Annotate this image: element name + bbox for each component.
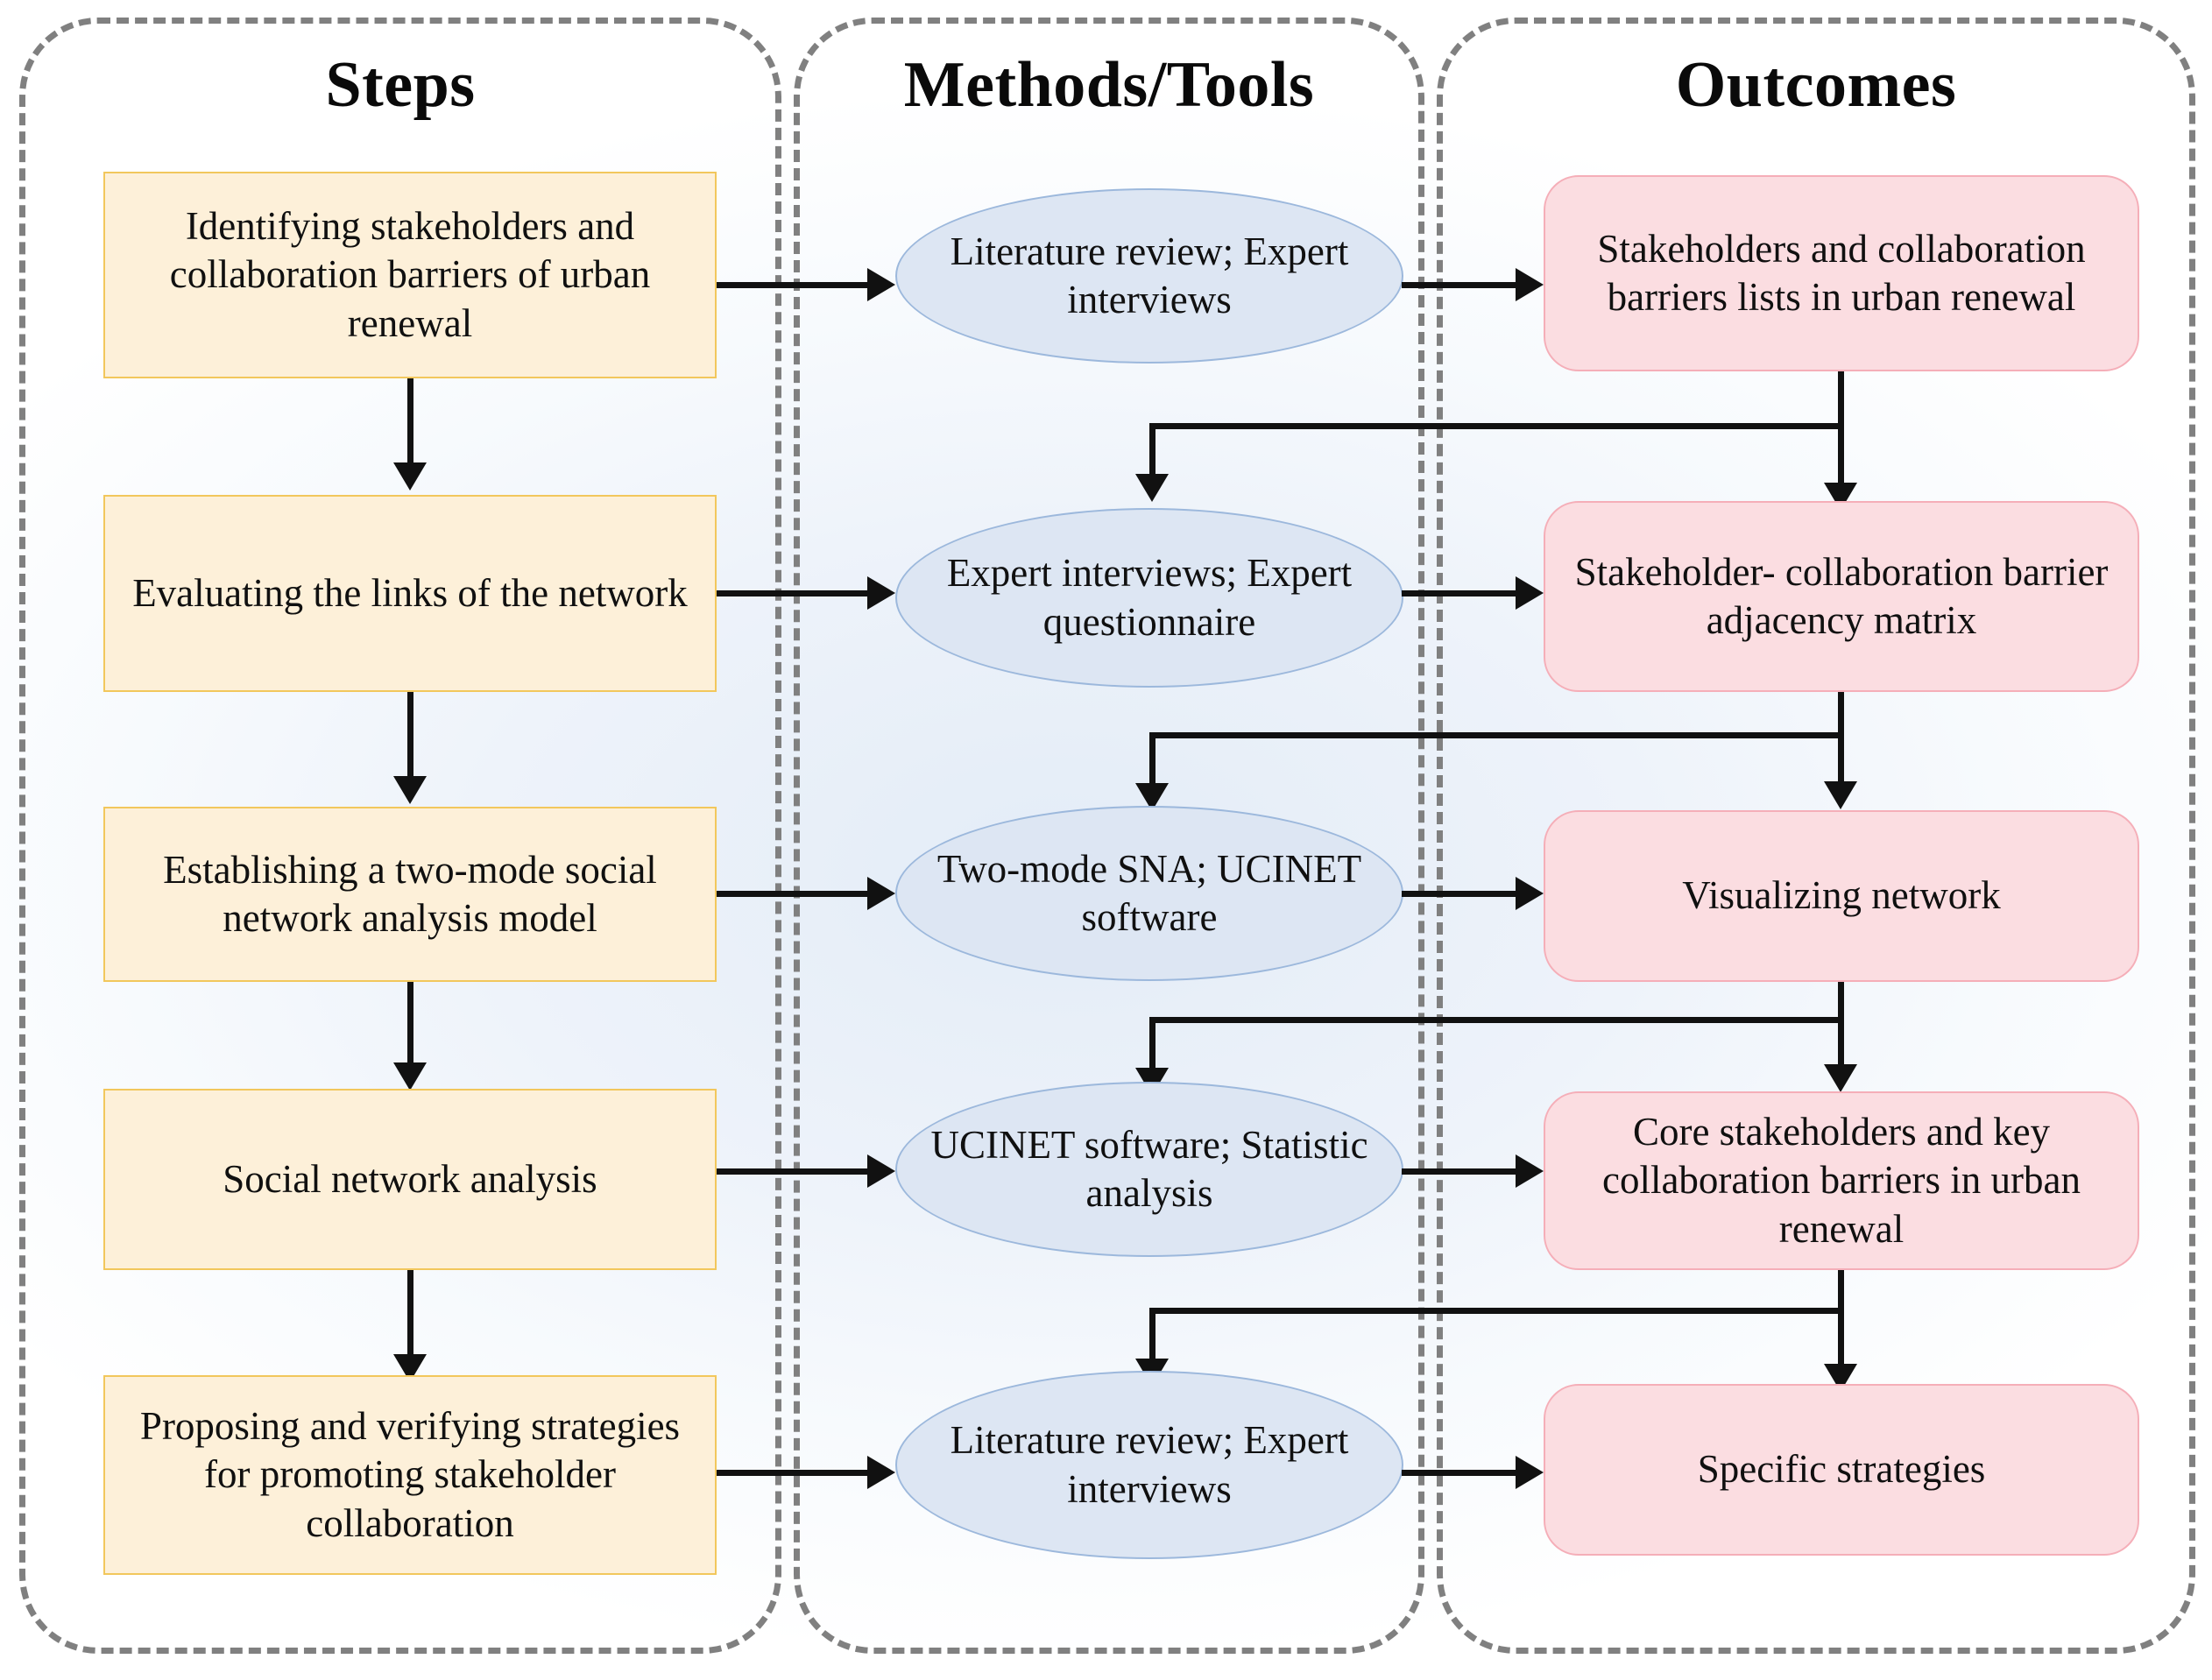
arrowhead-step1-step2: [393, 462, 427, 491]
panel-outcomes: [1437, 18, 2195, 1654]
step-box-1: Identifying stakeholders and collaborati…: [103, 172, 717, 378]
arrowhead-step3-tool3: [867, 877, 895, 910]
step-box-4: Social network analysis: [103, 1089, 717, 1270]
arrowhead-branch-row1-to-tool2: [1135, 474, 1169, 502]
tool-ellipse-3: Two-mode SNA; UCINET software: [895, 806, 1403, 981]
connector-step2-step3: [407, 692, 413, 780]
tool-ellipse-2: Expert interviews; Expert questionnaire: [895, 508, 1403, 688]
arrowhead-step2-step3: [393, 776, 427, 804]
connector-branch-row3: [1149, 1017, 1844, 1023]
arrowhead-tool1-outcome1: [1516, 268, 1544, 301]
connector-step1-tool1: [717, 282, 869, 288]
connector-outcome1-down: [1838, 371, 1844, 429]
column-title-outcomes: Outcomes: [1675, 49, 1957, 121]
arrowhead-step3-step4: [393, 1062, 427, 1091]
tool-ellipse-5: Literature review; Expert interviews: [895, 1371, 1403, 1559]
outcome-box-2: Stakeholder- collaboration barrier adjac…: [1544, 501, 2139, 692]
arrowhead-tool3-outcome3: [1516, 877, 1544, 910]
outcome-box-4: Core stakeholders and key collaboration …: [1544, 1091, 2139, 1270]
connector-tool3-outcome3: [1402, 891, 1517, 897]
step-box-3: Establishing a two-mode social network a…: [103, 807, 717, 982]
arrowhead-step5-tool5: [867, 1456, 895, 1489]
arrowhead-tool5-outcome5: [1516, 1456, 1544, 1489]
connector-tool4-outcome4: [1402, 1168, 1517, 1175]
connector-step3-tool3: [717, 891, 869, 897]
step-box-2: Evaluating the links of the network: [103, 495, 717, 692]
connector-branch-row1-to-tool2: [1149, 423, 1155, 477]
connector-branch-row2: [1149, 732, 1844, 738]
connector-branch-row4: [1149, 1308, 1844, 1314]
tool-ellipse-1: Literature review; Expert interviews: [895, 188, 1403, 364]
arrowhead-step1-tool1: [867, 268, 895, 301]
step-box-5: Proposing and verifying strategies for p…: [103, 1375, 717, 1575]
arrowhead-tool2-outcome2: [1516, 576, 1544, 610]
connector-tool5-outcome5: [1402, 1470, 1517, 1476]
connector-step3-step4: [407, 982, 413, 1066]
outcome-box-5: Specific strategies: [1544, 1384, 2139, 1556]
connector-step4-tool4: [717, 1168, 869, 1175]
connector-branch-row2-to-tool3: [1149, 732, 1155, 787]
arrowhead-step2-tool2: [867, 576, 895, 610]
panel-steps: [19, 18, 781, 1654]
connector-branch-row4-to-tool5: [1149, 1308, 1155, 1362]
arrowhead-branch-row3-to-outcome4: [1824, 1064, 1857, 1092]
arrowhead-branch-row2-to-outcome3: [1824, 781, 1857, 809]
connector-tool1-outcome1: [1402, 282, 1517, 288]
connector-step2-tool2: [717, 590, 869, 596]
column-title-methods: Methods/Tools: [903, 49, 1315, 121]
panel-methods: [794, 18, 1424, 1654]
connector-branch-row3-to-outcome4: [1838, 1017, 1844, 1068]
connector-outcome3-down: [1838, 982, 1844, 1023]
connector-branch-row1-to-outcome2: [1838, 423, 1844, 486]
connector-step5-tool5: [717, 1470, 869, 1476]
connector-branch-row4-to-outcome5: [1838, 1308, 1844, 1367]
column-title-steps: Steps: [325, 49, 476, 121]
arrowhead-tool4-outcome4: [1516, 1154, 1544, 1188]
connector-step1-step2: [407, 378, 413, 466]
connector-step4-step5: [407, 1270, 413, 1358]
connector-outcome4-down: [1838, 1270, 1844, 1314]
connector-outcome2-down: [1838, 692, 1844, 738]
connector-branch-row2-to-outcome3: [1838, 732, 1844, 785]
tool-ellipse-4: UCINET software; Statistic analysis: [895, 1082, 1403, 1257]
arrowhead-step4-tool4: [867, 1154, 895, 1188]
connector-branch-row1: [1149, 423, 1844, 429]
outcome-box-1: Stakeholders and collaboration barriers …: [1544, 175, 2139, 371]
connector-branch-row3-to-tool4: [1149, 1017, 1155, 1071]
outcome-box-3: Visualizing network: [1544, 810, 2139, 982]
connector-tool2-outcome2: [1402, 590, 1517, 596]
